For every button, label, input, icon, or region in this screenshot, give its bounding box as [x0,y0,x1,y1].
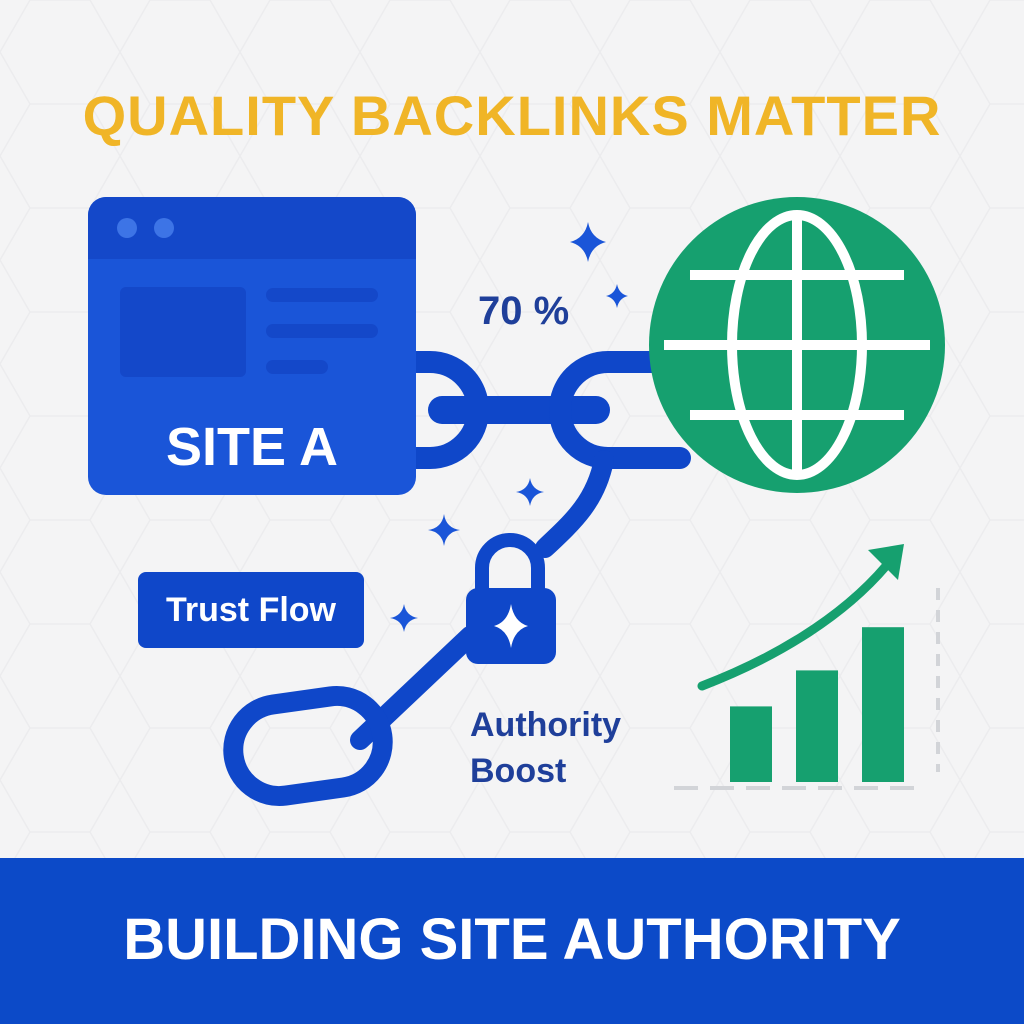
authority-boost-line-1: Authority [470,706,622,744]
footer-banner: BUILDING SITE AUTHORITY [0,858,1024,1024]
sparkle-group [390,222,628,632]
illustration [88,197,945,807]
trust-flow-badge: Trust Flow [138,572,364,648]
authority-boost-line-2: Boost [470,752,567,790]
sparkle-icon [390,604,418,632]
sparkle-icon [516,478,544,506]
footer-title: BUILDING SITE AUTHORITY [123,907,901,972]
growth-bar-1 [730,706,772,782]
padlock-icon [466,533,556,664]
authority-boost-label: Authority Boost [470,702,690,794]
page-title: QUALITY BACKLINKS MATTER [82,84,942,147]
growth-chart-icon [674,544,940,790]
growth-bar-3 [862,627,904,782]
sparkle-icon [606,284,628,308]
browser-window-icon [88,197,416,495]
sparkle-icon [570,222,606,262]
chain-link-icon [223,351,691,807]
growth-bar-2 [796,670,838,782]
link-percentage: 70 % [478,289,570,333]
sparkle-icon [428,514,460,546]
site-a-label: SITE A [165,417,339,477]
globe-icon [649,197,945,493]
trend-arrow-icon [697,561,891,691]
